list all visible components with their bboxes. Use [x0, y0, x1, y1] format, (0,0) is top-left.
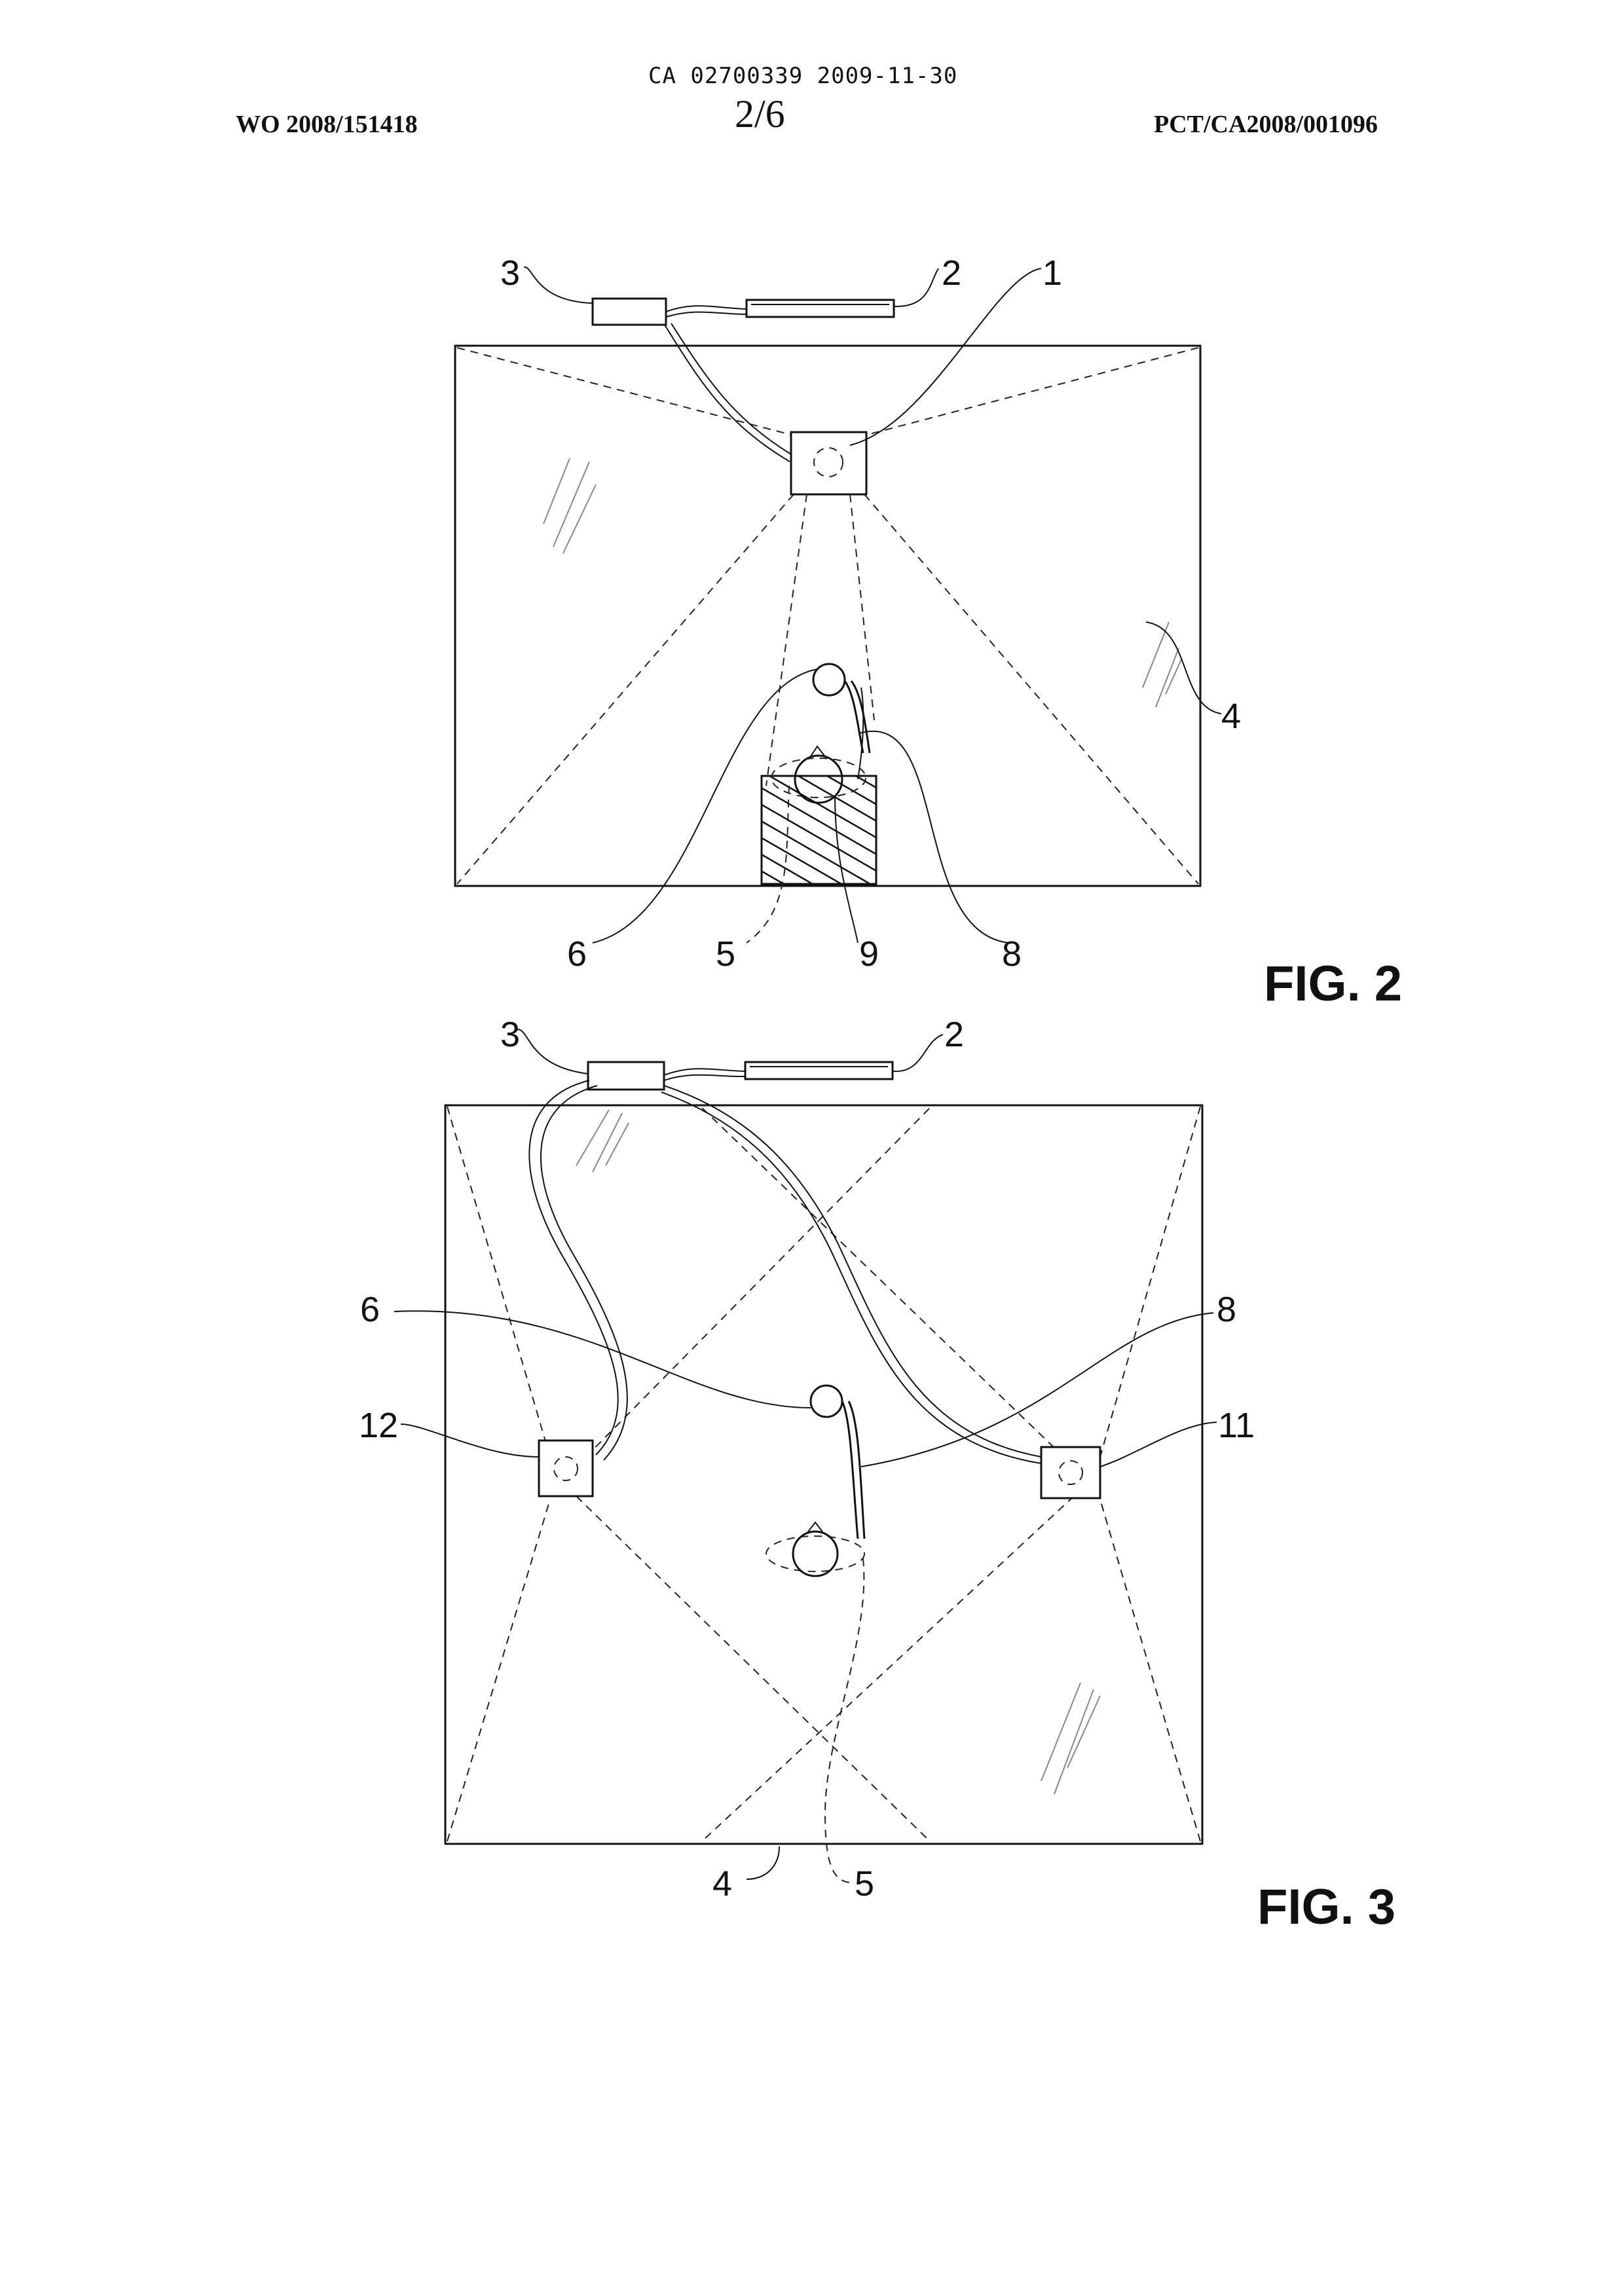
shadow-region [762, 776, 876, 884]
ref-label-2: 2 [942, 253, 961, 293]
ref-label-6: 6 [360, 1290, 380, 1329]
fov-line [864, 494, 1198, 884]
ref-label-5: 5 [716, 934, 735, 974]
ref-label-8: 8 [1217, 1290, 1236, 1329]
sensor-ball [813, 664, 845, 695]
fov-line [457, 348, 794, 435]
fov-line [457, 494, 794, 884]
ref-label-2: 2 [944, 1015, 964, 1054]
ref-label-12: 12 [359, 1406, 398, 1445]
ref-label-11: 11 [1218, 1406, 1255, 1445]
figure-2: 3 2 1 4 6 5 9 8 FIG. 2 [455, 253, 1402, 1012]
ref-label-3: 3 [500, 253, 520, 293]
ref-label-8: 8 [1002, 934, 1022, 974]
ref-label-4: 4 [712, 1864, 732, 1903]
ref-label-1: 1 [1043, 253, 1062, 293]
power-supply-bar [747, 300, 894, 317]
camera-unit [791, 432, 866, 494]
figure-2-title: FIG. 2 [1264, 956, 1402, 1012]
figure-3-title: FIG. 3 [1257, 1879, 1395, 1935]
controller-box [588, 1062, 664, 1090]
glass-reflection [544, 458, 1182, 707]
ref-label-3: 3 [500, 1015, 520, 1054]
fov-line [864, 348, 1198, 435]
ref-label-9: 9 [859, 934, 879, 974]
target-object [766, 1536, 864, 1571]
camera-unit [1041, 1447, 1100, 1498]
sensor-ball [811, 1386, 842, 1417]
ref-label-6: 6 [567, 934, 587, 974]
power-supply-bar [745, 1062, 893, 1079]
camera-unit [539, 1441, 593, 1496]
controller-box [593, 299, 666, 325]
ref-label-4: 4 [1221, 697, 1241, 736]
figure-3: 3 2 6 8 12 11 4 5 FIG. 3 [359, 1015, 1395, 1935]
ref-label-5: 5 [855, 1864, 874, 1903]
fov-line [766, 494, 807, 786]
